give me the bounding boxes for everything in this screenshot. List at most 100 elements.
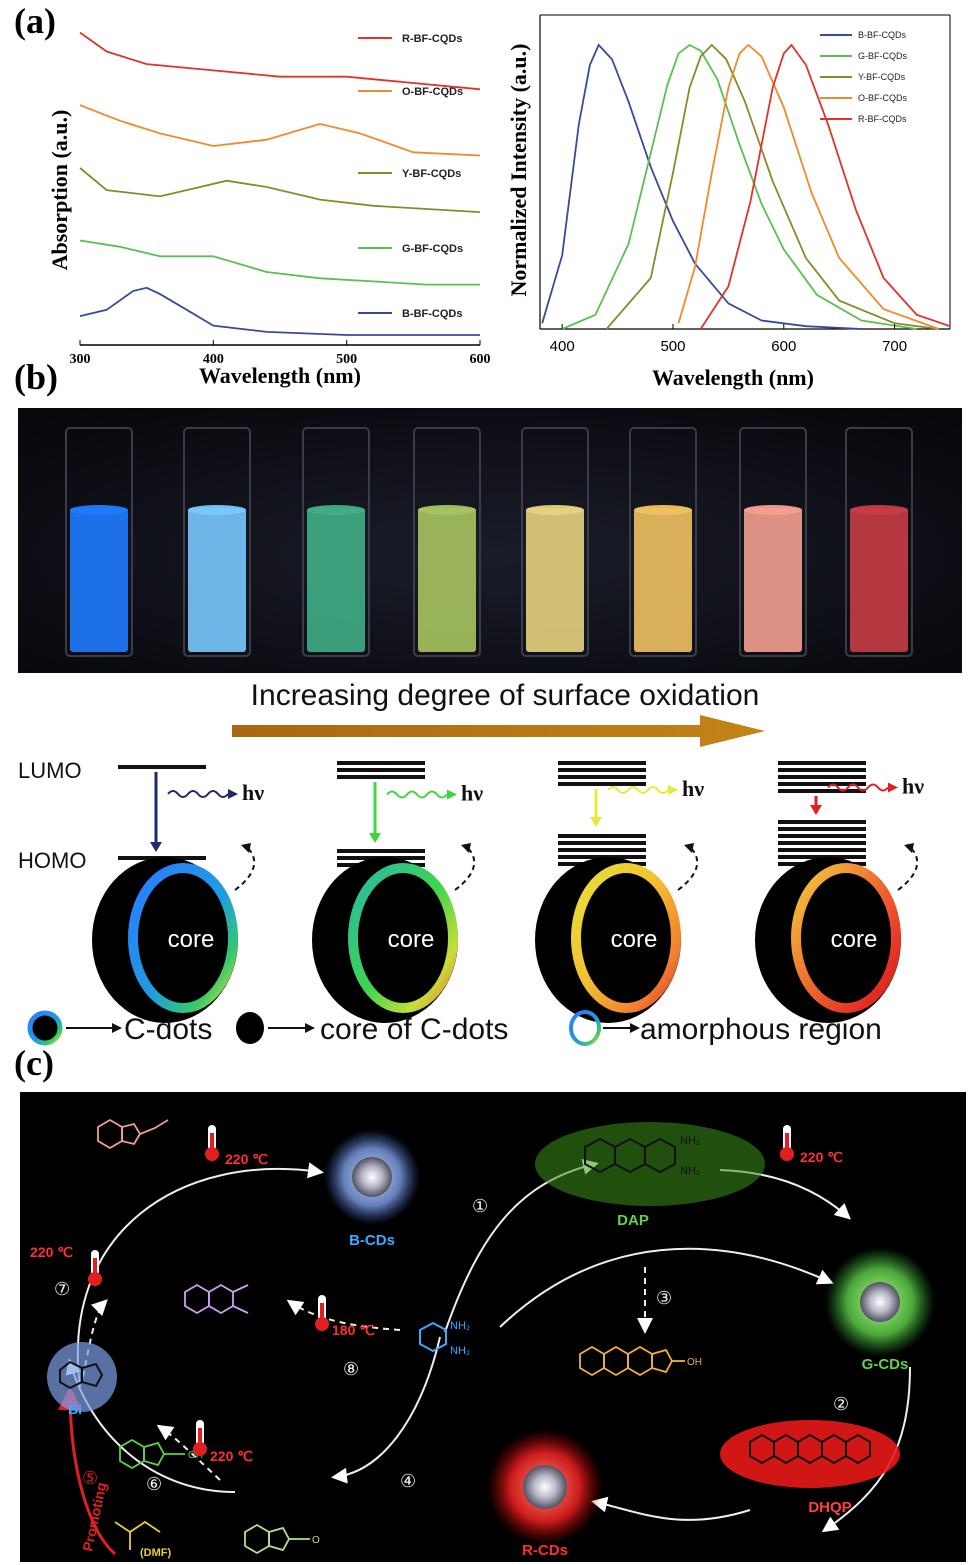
y-axis-title: Normalized Intensity (a.u.)	[506, 44, 531, 297]
amorphous-shell	[791, 863, 901, 1013]
photon-arrowhead	[668, 785, 678, 795]
dmf-structure	[114, 1520, 161, 1550]
transition-arrow	[897, 846, 919, 891]
thermometer-fill	[198, 1428, 202, 1446]
panel-label-c: (c)	[14, 1043, 54, 1083]
amorphous-legend	[569, 1010, 640, 1046]
lumo-label: LUMO	[18, 758, 82, 783]
amorphous-shell	[348, 863, 458, 1013]
thermometer-bulb	[205, 1147, 219, 1161]
step-7: ⑦	[54, 1279, 70, 1299]
series-line-Y-BF-CQDs	[605, 43, 940, 330]
series-line-O-BF-CQDs	[677, 43, 940, 330]
absorption-series	[79, 31, 481, 336]
synthesis-scheme: B-CDs G-CDs R-CDs NH₂ NH₂ DAP DHQP BI	[20, 1092, 966, 1562]
thermometer-bulb	[88, 1272, 102, 1286]
panel-label-a: (a)	[14, 1, 56, 41]
dap-nh2-top: NH₂	[680, 1135, 700, 1147]
cuvette	[739, 427, 807, 657]
series-label: G-BF-CQDs	[402, 243, 463, 255]
cuvette-liquid	[744, 508, 802, 652]
c-dots-legend	[27, 1010, 122, 1046]
step-5: ⑤	[82, 1468, 98, 1488]
thermometer-fill	[210, 1133, 214, 1151]
hv-label: hν	[461, 781, 483, 806]
hv-label: hν	[682, 776, 704, 801]
photon-arrowhead	[228, 789, 238, 799]
cuvette-liquid	[70, 508, 128, 652]
x-tick-label: 400	[550, 338, 575, 355]
liquid-meniscus	[70, 505, 128, 515]
core-label: core	[388, 926, 435, 953]
thermometer-bulb	[315, 1317, 329, 1331]
opd-nh2-top: NH₂	[450, 1320, 470, 1332]
cuvette	[65, 427, 133, 657]
opd-nh2-bottom: NH₂	[450, 1345, 470, 1357]
core-label: core	[611, 926, 658, 953]
series-line-Y-BF-CQDs	[79, 167, 481, 213]
legend-c-dots: C-dots	[124, 1013, 212, 1046]
benzimidazolone-o: O	[312, 1535, 320, 1546]
emission-arrowhead	[369, 833, 381, 843]
cuvette-liquid	[418, 508, 476, 652]
legend-core: core of C-dots	[320, 1013, 508, 1046]
amorphous-shell	[571, 863, 681, 1013]
series-label: Y-BF-CQDs	[402, 168, 461, 180]
thermometer-bulb	[780, 1147, 794, 1161]
transition-arrowhead	[241, 843, 251, 853]
emission-arrowhead	[590, 817, 602, 827]
legend-label: O-BF-CQDs	[858, 93, 907, 103]
liquid-meniscus	[188, 505, 246, 515]
transition-arrow	[234, 846, 256, 891]
photon-wave	[167, 790, 229, 798]
cuvette-liquid	[307, 508, 365, 652]
transition-arrow	[677, 846, 699, 891]
thermometer-bulb	[193, 1442, 207, 1456]
series-line-R-BF-CQDs	[79, 31, 481, 91]
liquid-meniscus	[850, 505, 908, 515]
c-dot	[312, 857, 458, 1023]
c-dot	[92, 857, 238, 1023]
x-axis-title: Wavelength (nm)	[199, 363, 361, 388]
step-1: ①	[472, 1196, 488, 1216]
ethylbenzimidazole-structure	[97, 1118, 169, 1150]
dap-label: DAP	[617, 1212, 649, 1229]
x-tick-label: 300	[70, 352, 91, 367]
core-label: core	[831, 926, 878, 953]
pl-series	[541, 43, 951, 330]
series-line-O-BF-CQDs	[79, 104, 481, 157]
quinoxaline-structure	[184, 1283, 249, 1315]
hv-label: hν	[242, 780, 264, 805]
opd-structure	[419, 1321, 447, 1353]
x-tick-label: 500	[336, 352, 357, 367]
liquid-meniscus	[634, 505, 692, 515]
panel-label-b: (b)	[14, 357, 58, 397]
photon-arrowhead	[447, 789, 457, 800]
dmf-label: (DMF)	[140, 1547, 171, 1559]
legend: B-BF-CQDsG-BF-CQDsY-BF-CQDsO-BF-CQDsR-BF…	[820, 30, 907, 124]
hv-label: hν	[902, 774, 924, 799]
series-label: B-BF-CQDs	[402, 308, 463, 320]
legend-label: B-BF-CQDs	[858, 30, 906, 40]
liquid-meniscus	[744, 505, 802, 515]
step-2: ②	[833, 1394, 849, 1414]
benzimidazolone-structure	[244, 1523, 310, 1555]
thermometer-fill	[785, 1133, 789, 1151]
temp-220-hydroxy: 220 ℃	[210, 1448, 253, 1464]
r-cds-label: R-CDs	[522, 1542, 568, 1559]
photon-arrowhead	[888, 782, 898, 793]
cuvette-liquid	[188, 508, 246, 652]
c-dot	[535, 857, 681, 1023]
series-label: O-BF-CQDs	[402, 86, 463, 98]
core-legend	[236, 1012, 315, 1044]
series-label: R-BF-CQDs	[402, 33, 463, 45]
cuvette-liquid	[850, 508, 908, 652]
cuvette-liquid	[526, 508, 584, 652]
step-8: ⑧	[343, 1359, 359, 1379]
imidazophenazine-oh: OH	[687, 1357, 702, 1368]
temp-220-b: 220 ℃	[225, 1151, 268, 1167]
photon-wave	[386, 790, 448, 799]
bi-label: BI	[68, 1401, 82, 1417]
